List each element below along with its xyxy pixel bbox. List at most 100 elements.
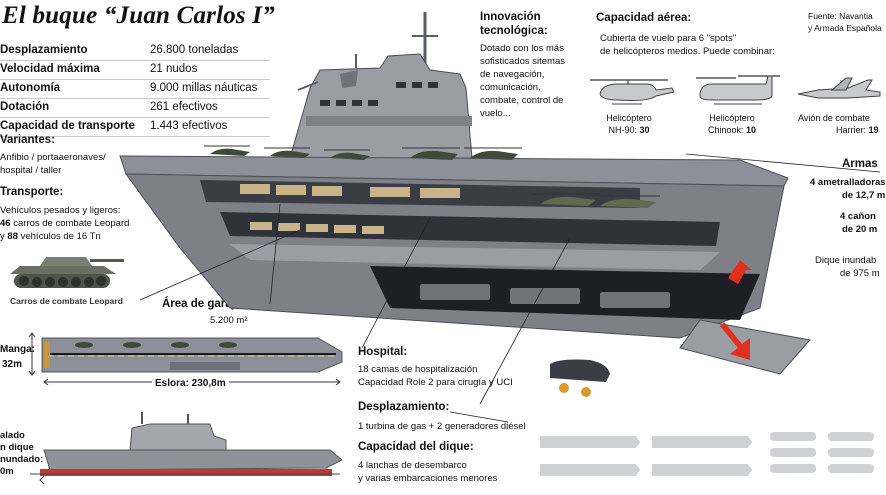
spec-key: Desplazamiento bbox=[0, 44, 88, 56]
spec-value: 26.800 toneladas bbox=[150, 44, 239, 56]
desplazamiento-heading: Desplazamiento: bbox=[358, 401, 450, 413]
variantes-line: Anfibio / portaaeronaves/ bbox=[0, 152, 106, 163]
water-in-arrow-icon bbox=[728, 260, 752, 284]
transporte-text: Vehículos pesados y ligeros: 46 carros d… bbox=[0, 204, 160, 243]
tank-caption: Carros de combate Leopard bbox=[10, 296, 123, 306]
aircraft-name: Harrier: bbox=[836, 125, 867, 135]
armas-heading: Armas bbox=[842, 158, 878, 170]
aircraft-count: 19 bbox=[868, 125, 879, 135]
transporte-line-text: y bbox=[0, 231, 8, 242]
spec-key: Capacidad de transporte bbox=[0, 120, 135, 132]
capacidad-aerea-heading: Capacidad aérea: bbox=[596, 12, 692, 24]
aircraft-name-line: Harrier: 19 bbox=[798, 124, 880, 136]
spec-value: 261 efectivos bbox=[150, 101, 218, 113]
innovacion-line: combate, control de bbox=[480, 95, 564, 106]
superstructure bbox=[289, 12, 473, 159]
aircraft-name: NH-90: bbox=[608, 125, 637, 135]
aircraft-type: Helicóptero bbox=[709, 113, 755, 123]
calado-line: n dique bbox=[0, 442, 34, 453]
transporte-line: 46 carros de combate Leopard bbox=[0, 217, 160, 230]
aircraft-label: Avión de combate Harrier: 19 bbox=[798, 112, 880, 136]
tank-count: 46 bbox=[0, 218, 11, 229]
manga-value: 32m bbox=[2, 359, 23, 370]
capacidad-aerea-line: Cubierta de vuelo para 6 "spots" bbox=[600, 33, 737, 44]
leader-lines bbox=[139, 153, 881, 405]
flight-deck bbox=[119, 155, 789, 187]
innovacion-heading: Innovación tecnológica: bbox=[480, 10, 548, 38]
capacidad-dique-line: y varias embarcaciones menores bbox=[358, 473, 498, 484]
lcm-boat-icon bbox=[540, 436, 640, 476]
armas-text: 4 ametralladoras de 12,7 m 4 cañon de 20… bbox=[810, 176, 886, 236]
spec-value: 21 nudos bbox=[150, 63, 198, 75]
capacidad-aerea-line: de helicópteros medios. Puede combinar: bbox=[600, 46, 775, 57]
calado-line: alado bbox=[0, 430, 25, 441]
lcm-boat-icon bbox=[652, 436, 752, 476]
capacidad-dique-line: 4 lanchas de desembarco bbox=[358, 460, 467, 471]
innovacion-line: de navegación, bbox=[480, 69, 545, 80]
innovacion-line: vuelo... bbox=[480, 108, 511, 119]
variantes-line: hospital / taller bbox=[0, 165, 62, 176]
innovacion-line: Dotado con los más bbox=[480, 43, 564, 54]
aircraft-label: Helicóptero NH-90: 30 bbox=[597, 112, 661, 136]
fuente-line: y Armada Española bbox=[808, 23, 882, 33]
armas-line: de 12,7 m bbox=[842, 190, 886, 201]
dique-line: de 975 m bbox=[840, 268, 880, 279]
ship-cutaway-illustration bbox=[119, 12, 881, 405]
hangar-helicopters bbox=[532, 193, 660, 208]
spec-value: 9.000 millas náuticas bbox=[150, 82, 258, 94]
hospital-text: 18 camas de hospitalización Capacidad Ro… bbox=[358, 363, 513, 389]
variantes-heading: Variantes: bbox=[0, 134, 55, 146]
innovacion-heading-line: Innovación bbox=[480, 11, 541, 23]
landing-craft bbox=[420, 284, 670, 308]
hangar-vehicles bbox=[240, 184, 460, 198]
specs-table: Desplazamiento 26.800 toneladas Velocidad… bbox=[0, 42, 270, 137]
transporte-heading: Transporte: bbox=[0, 186, 64, 198]
manga-label: Manga: bbox=[0, 344, 35, 355]
aircraft-name: Chinook: bbox=[707, 125, 744, 135]
aircraft-type: Avión de combate bbox=[798, 113, 870, 123]
leopard-tank-illustration bbox=[10, 257, 124, 288]
variantes-text: Anfibio / portaaeronaves/ hospital / tal… bbox=[0, 151, 125, 177]
hospital-line: 18 camas de hospitalización bbox=[358, 364, 478, 375]
eslora-label: Eslora: 230,8m bbox=[152, 378, 229, 389]
desplazamiento-text: 1 turbina de gas + 2 generadores diésel bbox=[358, 421, 526, 432]
aircraft-count: 30 bbox=[639, 125, 650, 135]
aircraft-label: Helicóptero Chinook: 10 bbox=[700, 112, 764, 136]
transporte-line-text: carros de combate Leopard bbox=[10, 218, 130, 229]
aircraft-count: 10 bbox=[746, 125, 757, 135]
aircraft-icons bbox=[590, 75, 881, 105]
fuente-line: Fuente: Navantia bbox=[808, 11, 873, 21]
nh90-helicopter-icon bbox=[590, 79, 675, 105]
garage-deck bbox=[220, 212, 720, 246]
dique-line: Dique inundab bbox=[815, 255, 877, 266]
calado-text: alado n dique nundado: 0m bbox=[0, 430, 43, 478]
dique-inundable-text: Dique inundab de 975 m bbox=[815, 254, 880, 280]
spec-row: Dotación 261 efectivos bbox=[0, 99, 270, 118]
transporte-line: Vehículos pesados y ligeros: bbox=[0, 205, 121, 216]
armas-line: de 20 m bbox=[842, 224, 878, 235]
aircraft-type: Helicóptero bbox=[606, 113, 652, 123]
small-boat-icon bbox=[770, 432, 874, 473]
capacidad-dique-text: 4 lanchas de desembarco y varias embarca… bbox=[358, 459, 497, 485]
water-out-arrow-icon bbox=[720, 322, 750, 360]
garajes-value: 5.200 m² bbox=[210, 315, 248, 326]
calado-line: nundado: bbox=[0, 454, 44, 465]
armas-line: 4 cañon bbox=[840, 211, 876, 222]
spec-key: Dotación bbox=[0, 101, 50, 113]
deck-helicopters bbox=[204, 145, 522, 160]
innovacion-line: sofisticados sitemas bbox=[480, 56, 566, 67]
capacidad-aerea-text: Cubierta de vuelo para 6 "spots" de heli… bbox=[600, 32, 800, 58]
desplazamiento-leader bbox=[449, 411, 509, 423]
transporte-line: y 88 vehículos de 16 Tn bbox=[0, 230, 160, 243]
lower-deck bbox=[230, 244, 720, 270]
aircraft-name-line: NH-90: 30 bbox=[597, 124, 661, 136]
innovacion-line: comunicación, bbox=[480, 82, 541, 93]
page-title: El buque “Juan Carlos I” bbox=[2, 2, 275, 29]
flight-deck-top-view bbox=[28, 332, 343, 386]
chinook-helicopter-icon bbox=[696, 75, 780, 105]
garage-vehicles bbox=[250, 222, 384, 234]
spec-row: Desplazamiento 26.800 toneladas bbox=[0, 42, 270, 61]
